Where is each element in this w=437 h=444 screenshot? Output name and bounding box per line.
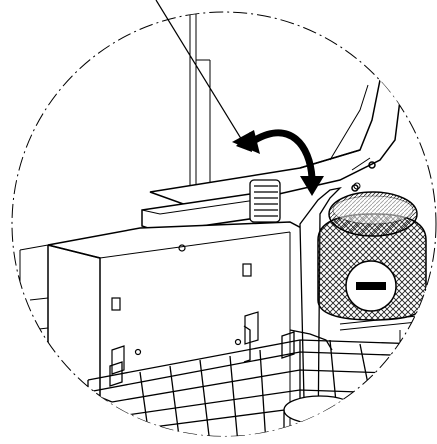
detail-circle — [11, 11, 437, 437]
curved-arrow-icon — [232, 129, 324, 196]
drain-fitting — [283, 395, 357, 436]
counterweight — [317, 182, 427, 321]
hinge-knob — [249, 179, 281, 223]
support-rail — [299, 186, 342, 436]
support-housing — [19, 221, 306, 436]
background-wall — [189, 12, 211, 200]
leader-arrow-icon — [155, 0, 252, 152]
